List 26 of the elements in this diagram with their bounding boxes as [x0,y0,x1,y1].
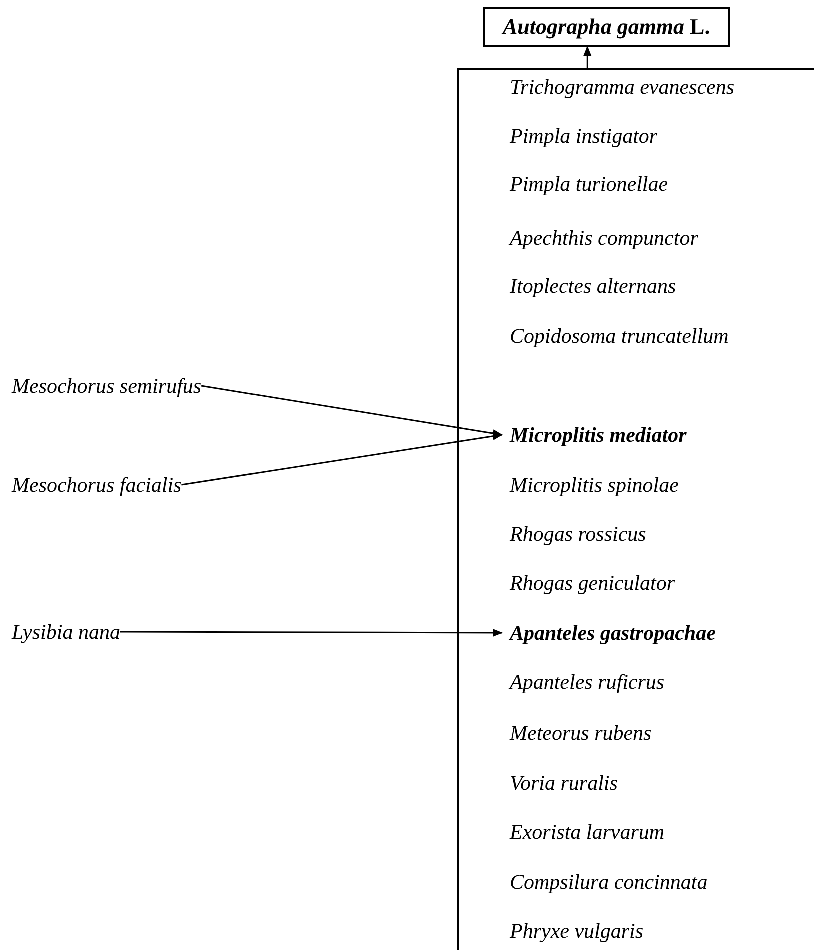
species-label: Exorista larvarum [510,817,665,847]
species-label: Apechthis compunctor [510,223,698,253]
species-label: Mesochorus semirufus [12,371,202,401]
species-label: Meteorus rubens [510,718,652,748]
species-label: Apanteles gastropachae [510,618,716,648]
arrow [201,385,503,438]
species-label: Microplitis spinolae [510,470,679,500]
species-label: Pimpla instigator [510,121,658,151]
species-label: Itoplectes alternans [510,271,676,301]
arrow [584,46,592,68]
species-label: Rhogas geniculator [510,568,676,598]
arrow [120,628,503,637]
species-label: Compsilura concinnata [510,867,708,897]
species-label: Phryxe vulgaris [510,916,644,946]
species-label: Microplitis mediator [510,420,687,450]
species-label: Rhogas rossicus [510,519,646,549]
species-label: Trichogramma evanescens [510,72,735,102]
species-label: Pimpla turionellae [510,169,668,199]
species-label: Voria ruralis [510,768,618,798]
species-label: Copidosoma truncatellum [510,321,729,351]
bracket-frame [457,68,814,950]
host-box: Autographa gamma L. [483,7,730,47]
species-label: Apanteles ruficrus [510,667,665,697]
species-label: Mesochorus facialis [12,470,182,500]
arrow [182,432,503,486]
species-label: Lysibia nana [12,617,120,647]
